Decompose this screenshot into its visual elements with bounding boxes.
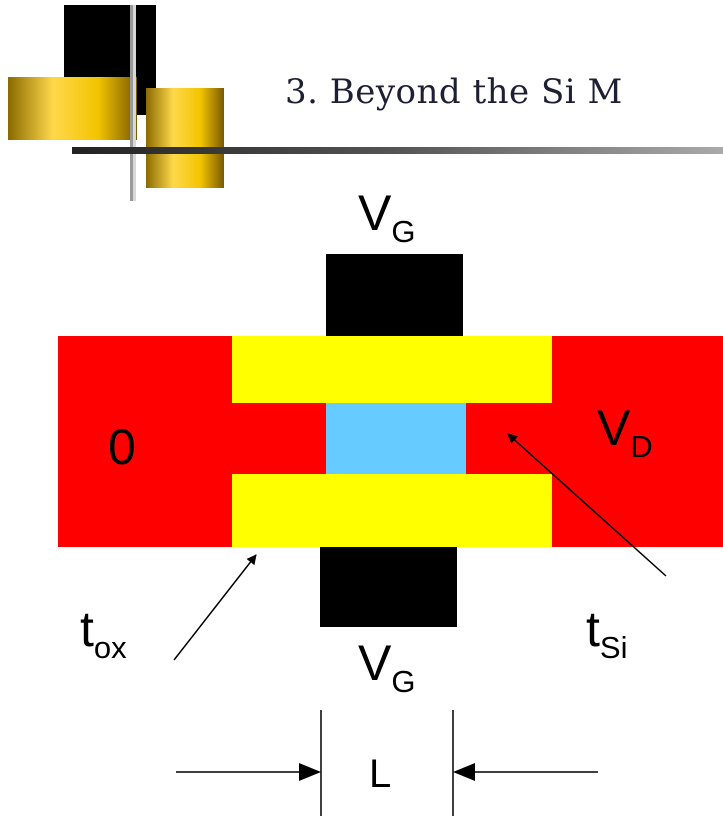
source-region [58,336,238,547]
logo-gold-block-right [146,88,224,188]
bottom-gate-voltage-label: VG [358,635,416,699]
device-structure [58,254,723,627]
slide-title: 3. Beyond the Si M [285,72,623,112]
tox-arrow [173,554,257,661]
tsi-arrow [507,433,667,577]
gate-length-label: L [369,752,392,796]
drain-region [551,336,723,547]
bottom-gate-oxide [232,474,552,547]
slide-logo [8,5,224,201]
top-gate-oxide [232,336,552,403]
source-voltage-label: 0 [108,419,136,475]
drain-voltage-label: VD [597,400,653,464]
title-rule [72,147,723,154]
silicon-thickness-label: tSi [586,601,628,665]
oxide-thickness-label: tox [80,601,127,665]
silicon-channel [326,403,466,474]
top-gate [326,254,463,336]
source-extension [226,403,326,474]
top-gate-voltage-label: VG [358,185,416,249]
drain-extension [466,403,566,474]
bottom-gate [320,547,457,627]
logo-gold-block-left [8,77,137,140]
